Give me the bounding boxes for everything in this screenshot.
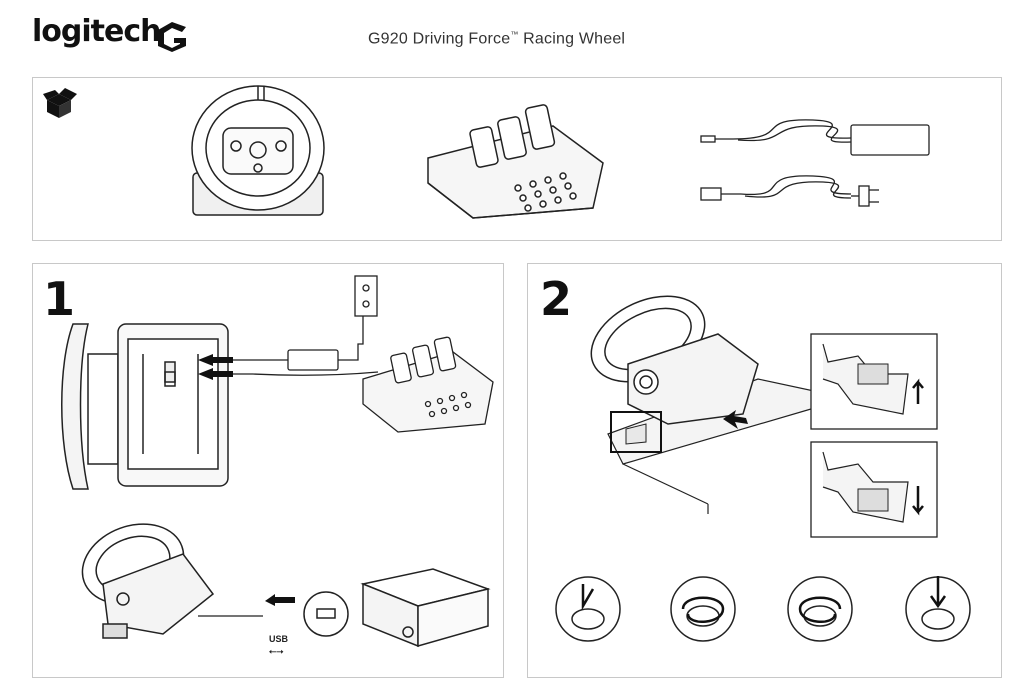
step-2-number: 2 xyxy=(540,272,573,326)
clamp-up-detail xyxy=(810,333,938,430)
connection-arrows xyxy=(198,354,233,380)
power-cord-image xyxy=(700,175,879,207)
knob-step-3 xyxy=(787,576,853,642)
arrow-down-icon xyxy=(912,486,924,516)
wall-outlet-icon xyxy=(354,275,378,317)
usb-symbol-icon: ⭠⭢ xyxy=(269,646,284,656)
pedals-image xyxy=(362,336,494,433)
clamp-highlight-box xyxy=(610,411,662,453)
box-contents-panel xyxy=(32,77,1002,241)
logitech-wordmark: logitech xyxy=(32,14,161,49)
usb-label: USB xyxy=(269,634,289,644)
logitech-g-icon xyxy=(158,22,186,52)
step-2-panel: 2 xyxy=(527,263,1002,678)
open-box-icon xyxy=(43,88,77,118)
steering-wheel-image xyxy=(191,85,325,216)
step-2-illustration xyxy=(555,295,971,642)
step-1-number: 1 xyxy=(43,272,76,326)
product-title: G920 Driving Force™ Racing Wheel xyxy=(368,30,626,48)
wheel-mounted-image xyxy=(590,295,759,425)
pedal-cable xyxy=(233,371,379,376)
knob-step-1 xyxy=(555,576,621,642)
wheel-side-view xyxy=(61,323,229,490)
knob-step-2 xyxy=(670,576,736,642)
power-adapter-image xyxy=(700,119,930,156)
pull-arrow xyxy=(723,410,748,429)
usb-arrow xyxy=(265,594,295,606)
step-1-panel: 1 xyxy=(32,263,504,678)
step-1-illustration xyxy=(61,275,494,648)
knob-step-4 xyxy=(905,576,971,642)
wheel-3d-view xyxy=(81,523,215,639)
console-image xyxy=(360,568,491,648)
arrow-up-icon xyxy=(912,378,924,404)
clamp-down-detail xyxy=(810,441,938,538)
box-contents-illustration xyxy=(43,85,930,219)
usb-port-icon xyxy=(303,591,349,637)
pedals-image xyxy=(427,104,604,219)
power-cable xyxy=(233,312,364,371)
